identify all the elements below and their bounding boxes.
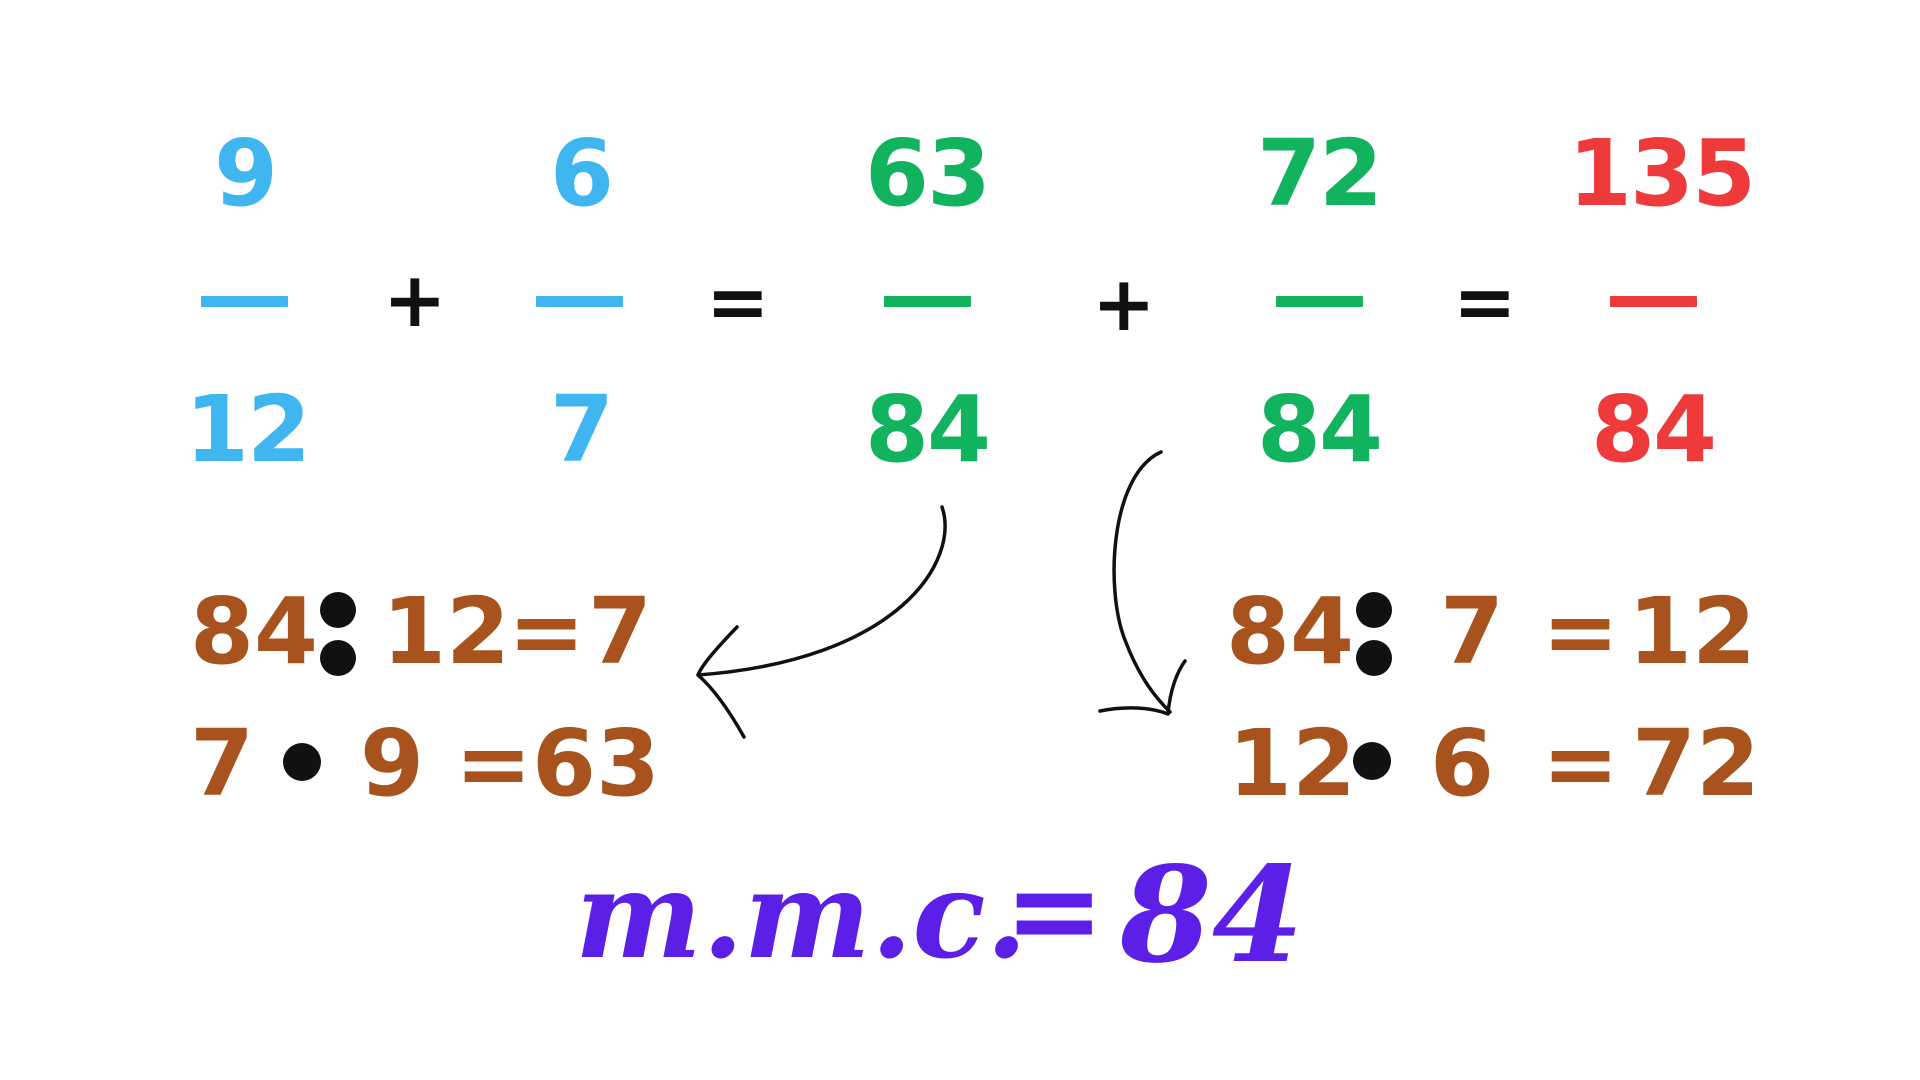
- left-arrowhead: [696, 625, 746, 739]
- left-row-1-dividend: 84: [190, 578, 319, 685]
- fraction-5-denominator: 84: [1590, 376, 1717, 483]
- left-row-1-division-sign: [320, 592, 356, 676]
- fraction-4-bar: [1276, 296, 1363, 307]
- left-row-2-multiply-dot: [283, 743, 321, 781]
- left-row-2-equals: =: [455, 710, 533, 817]
- right-row-2-factor-a: 12: [1228, 710, 1357, 817]
- fraction-2-denominator: 7: [549, 376, 614, 483]
- plus-sign-1: +: [383, 255, 447, 344]
- left-row-2-factor-a: 7: [190, 710, 255, 817]
- left-row-1-equals: =: [508, 578, 586, 685]
- fraction-2-bar: [536, 296, 623, 307]
- right-row-2-factor-b: 6: [1430, 710, 1495, 817]
- fraction-4-numerator: 72: [1256, 120, 1383, 227]
- left-row-2-result: 63: [532, 710, 661, 817]
- right-row-1-result: 12: [1628, 578, 1757, 685]
- equals-sign-1: =: [706, 257, 770, 346]
- fraction-1-bar: [201, 296, 288, 307]
- left-row-2-factor-b: 9: [360, 710, 425, 817]
- mmc-value: 84: [1120, 838, 1304, 993]
- plus-sign-2: +: [1092, 259, 1156, 348]
- mmc-equals: =: [1004, 842, 1105, 981]
- right-row-2-result: 72: [1632, 710, 1761, 817]
- fraction-3-numerator: 63: [864, 120, 991, 227]
- mmc-label: m.m.c.: [575, 845, 1028, 986]
- right-row-2-multiply-dot: [1353, 742, 1391, 780]
- fraction-3-bar: [884, 296, 971, 307]
- right-row-1-divisor: 7: [1440, 578, 1505, 685]
- left-curved-arrow: [696, 505, 947, 677]
- right-row-1-dividend: 84: [1226, 578, 1355, 685]
- fraction-5-bar: [1610, 296, 1697, 307]
- fraction-3-denominator: 84: [864, 376, 991, 483]
- equals-sign-2: =: [1453, 257, 1517, 346]
- right-curved-arrow: [1112, 450, 1172, 714]
- left-row-1-result: 7: [588, 578, 653, 685]
- fraction-1-denominator: 12: [185, 376, 311, 483]
- fraction-5-numerator: 135: [1568, 120, 1756, 227]
- right-row-1-division-sign: [1356, 592, 1392, 676]
- left-row-1-divisor: 12: [382, 578, 511, 685]
- fraction-4-denominator: 84: [1256, 376, 1383, 483]
- fraction-1-numerator: 9: [213, 120, 278, 227]
- right-row-1-equals: =: [1542, 578, 1620, 685]
- right-arrowhead: [1098, 659, 1187, 716]
- fraction-2-numerator: 6: [549, 120, 614, 227]
- right-row-2-equals: =: [1542, 710, 1620, 817]
